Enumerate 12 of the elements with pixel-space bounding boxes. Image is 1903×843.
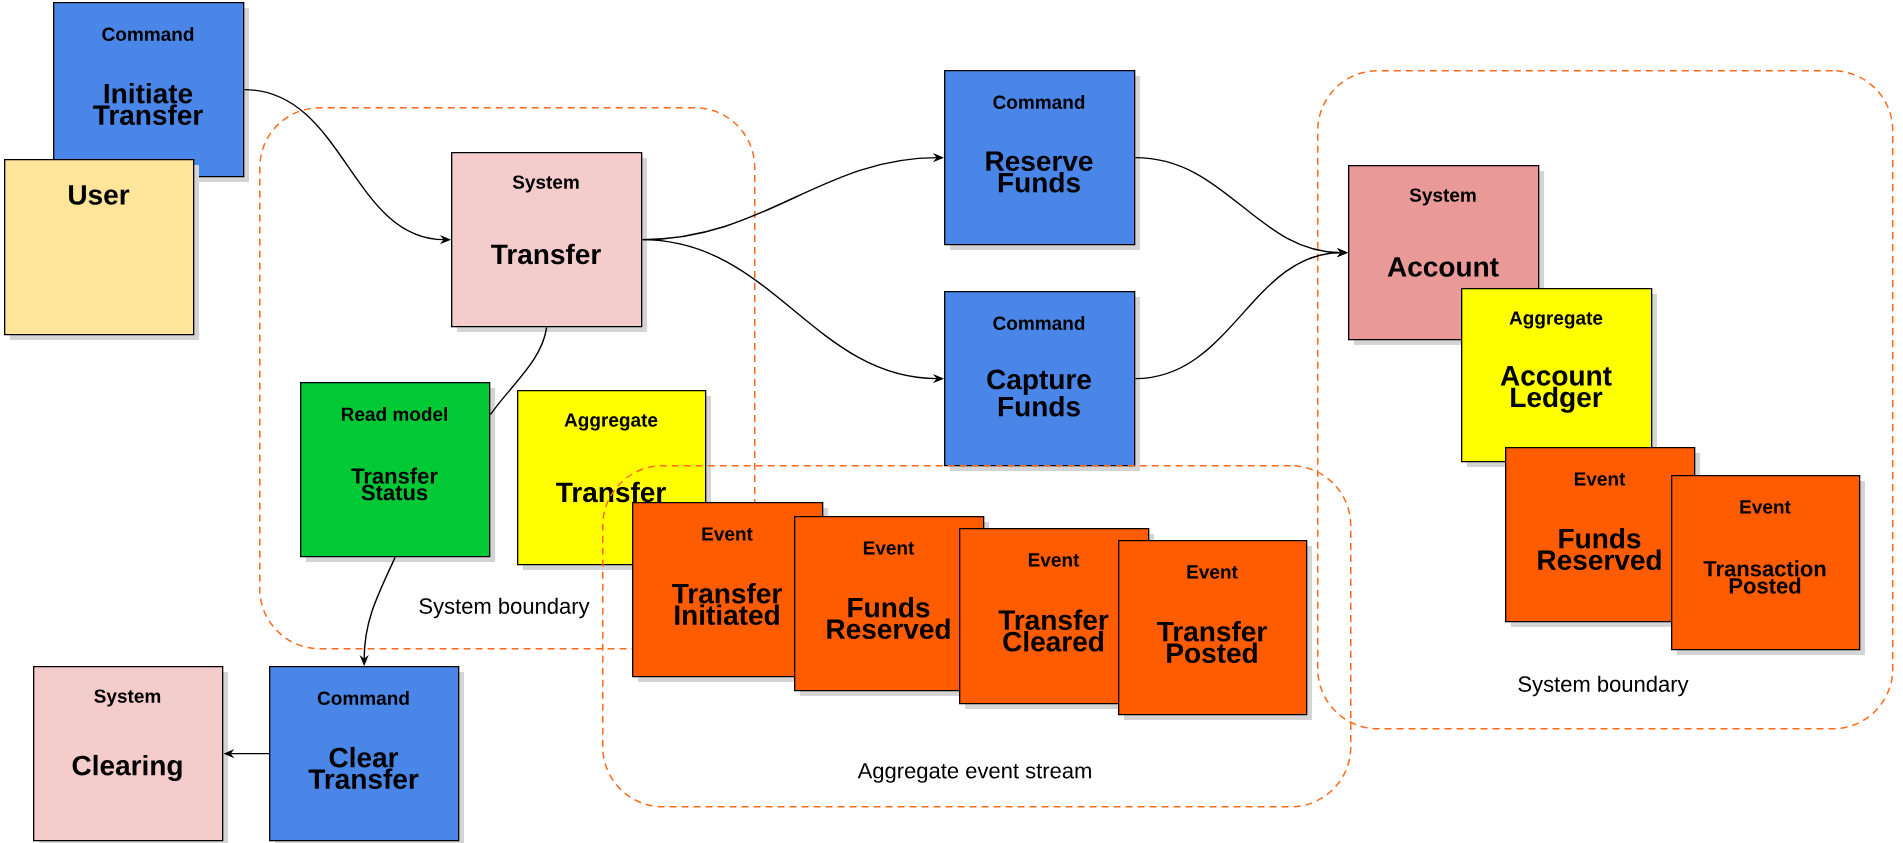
- command-sticky-note: Command Clear Transfer: [269, 666, 464, 843]
- system-sticky-note: System Clearing: [33, 666, 228, 843]
- command-sticky-note: Command Capture Funds: [944, 291, 1140, 471]
- event-sticky-note: Event Transaction Posted: [1671, 475, 1865, 655]
- actor-sticky-note: User: [4, 159, 199, 340]
- command-sticky-note: Command Initiate Transfer: [53, 2, 249, 182]
- connector-line: [489, 326, 548, 416]
- aggregate-sticky-note: Aggregate Account Ledger: [1461, 288, 1657, 467]
- event-sticky-note: Event Transfer Posted: [1118, 540, 1312, 720]
- command-sticky-note: Command Reserve Funds: [944, 70, 1140, 250]
- system-sticky-note: System Transfer: [451, 152, 647, 332]
- read-model-sticky-note: Read model Transfer Status: [300, 382, 495, 562]
